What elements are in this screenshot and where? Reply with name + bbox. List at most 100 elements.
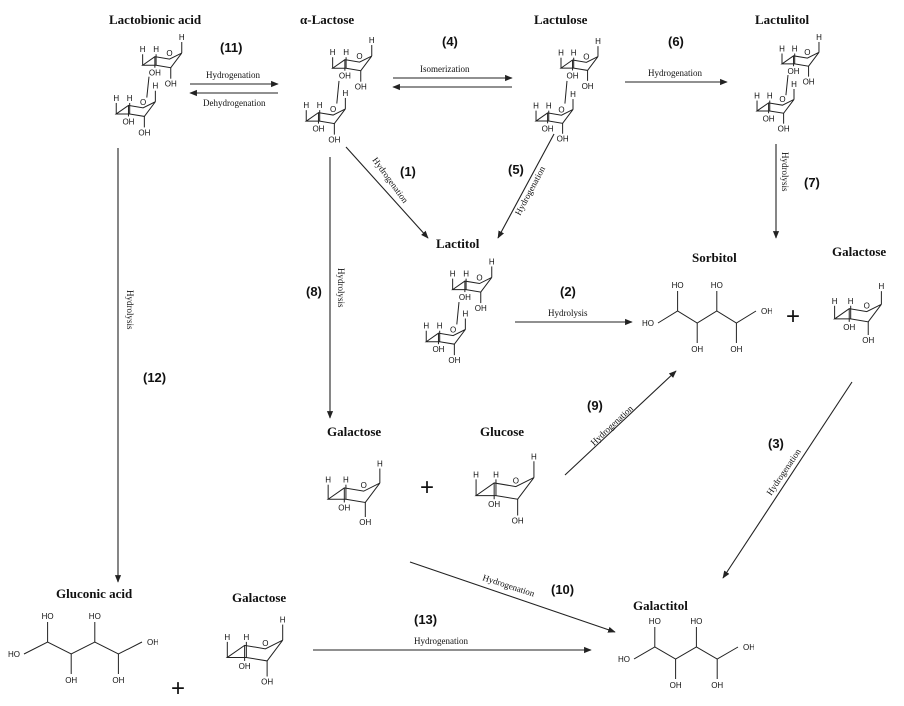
glycosidic-bond (146, 76, 150, 98)
name-lactitol: Lactitol (436, 236, 480, 251)
atom-label: H (152, 82, 158, 91)
atom-label: HO (711, 281, 723, 290)
number-r4: (4) (442, 34, 458, 49)
label-r7: Hydrolysis (780, 152, 790, 192)
ring-bond (755, 98, 795, 114)
atom-label: H (463, 270, 469, 279)
atom-label: H (437, 322, 443, 331)
atom-label: OH (448, 356, 460, 365)
atom-label: H (450, 270, 456, 279)
atom-label: H (816, 33, 822, 42)
atom-label: OH (582, 82, 594, 91)
atom-label: OH (147, 638, 158, 647)
number-r9: (9) (587, 398, 603, 413)
glycosidic-bond (456, 302, 460, 325)
label-r2: Hydrolysis (548, 308, 588, 318)
atom-label: H (325, 476, 331, 485)
ring-bond (833, 303, 882, 323)
arrow-r1 (345, 146, 429, 239)
atom-label: H (343, 476, 349, 485)
atom-label: OH (328, 136, 340, 145)
atom-label: H (533, 102, 539, 111)
ring-bond (141, 52, 183, 69)
label-r6: Hydrogenation (648, 68, 702, 78)
atom-label: H (754, 92, 760, 101)
atom-label: OH (261, 678, 273, 687)
atom-label: O (864, 302, 870, 311)
label-r11-forward: Hydrogenation (206, 70, 260, 80)
atom-label: O (330, 105, 336, 114)
atom-label: O (513, 477, 519, 486)
ring-bond (225, 639, 284, 662)
atom-label: H (473, 470, 479, 479)
atom-label: OH (459, 293, 471, 302)
label-r12: Hydrolysis (125, 290, 135, 330)
arrow-r5 (497, 133, 555, 239)
atom-label: HO (42, 612, 54, 621)
glycosidic-bond (336, 80, 340, 104)
number-r5: (5) (508, 162, 524, 177)
atom-label: OH (65, 676, 77, 685)
arrow-r3 (722, 381, 853, 579)
atom-label: O (558, 105, 564, 114)
name-glucose: Glucose (480, 424, 525, 439)
ring-bond (114, 101, 156, 117)
atom-label: OH (691, 345, 703, 354)
name-galactose-bottom: Galactose (232, 590, 287, 605)
plus-sign: + (786, 303, 801, 330)
atom-label: O (361, 481, 367, 490)
atom-label: H (243, 633, 249, 642)
name-sorbitol: Sorbitol (692, 250, 737, 265)
atom-label: H (791, 80, 797, 89)
atom-label: OH (557, 135, 569, 144)
atom-label: H (343, 48, 349, 57)
atom-label: H (113, 94, 119, 103)
ring-bond (424, 329, 466, 345)
atom-label: O (583, 52, 589, 61)
atom-label: O (450, 326, 456, 335)
chain-bond (657, 310, 757, 324)
atom-label: H (493, 470, 499, 479)
plus-sign: + (420, 474, 435, 501)
atom-label: OH (843, 323, 855, 332)
atom-label: H (140, 45, 146, 54)
label-r3: Hydrogenation (764, 446, 803, 497)
name-lactobionic-acid: Lactobionic acid (109, 12, 202, 27)
atom-label: H (878, 282, 884, 291)
atom-label: O (476, 274, 482, 283)
atom-label: H (317, 101, 323, 110)
chain-bond (633, 646, 739, 660)
label-r10: Hydrogenation (481, 572, 536, 598)
atom-label: H (832, 297, 838, 306)
atom-label: H (595, 37, 601, 46)
glycosidic-bond (564, 80, 568, 104)
number-r1: (1) (400, 164, 416, 179)
name-gluconic-acid: Gluconic acid (56, 586, 133, 601)
atom-label: OH (711, 681, 723, 690)
atom-label: H (462, 310, 468, 319)
atom-label: H (423, 322, 429, 331)
atom-label: H (330, 48, 336, 57)
name-galactitol: Galactitol (633, 598, 688, 613)
label-r13: Hydrogenation (414, 636, 468, 646)
atom-label: H (369, 36, 375, 45)
atom-label: O (779, 95, 785, 104)
atom-label: O (166, 49, 172, 58)
atom-label: OH (338, 503, 350, 512)
atom-label: OH (743, 643, 754, 652)
arrow-r9 (564, 370, 677, 476)
name-galactose-mid: Galactose (327, 424, 382, 439)
number-r3: (3) (768, 436, 784, 451)
ring-bond (331, 55, 373, 72)
atom-label: OH (542, 124, 554, 133)
ring-bond (780, 51, 820, 67)
atom-label: H (342, 89, 348, 98)
name-lactulose: Lactulose (534, 12, 588, 27)
